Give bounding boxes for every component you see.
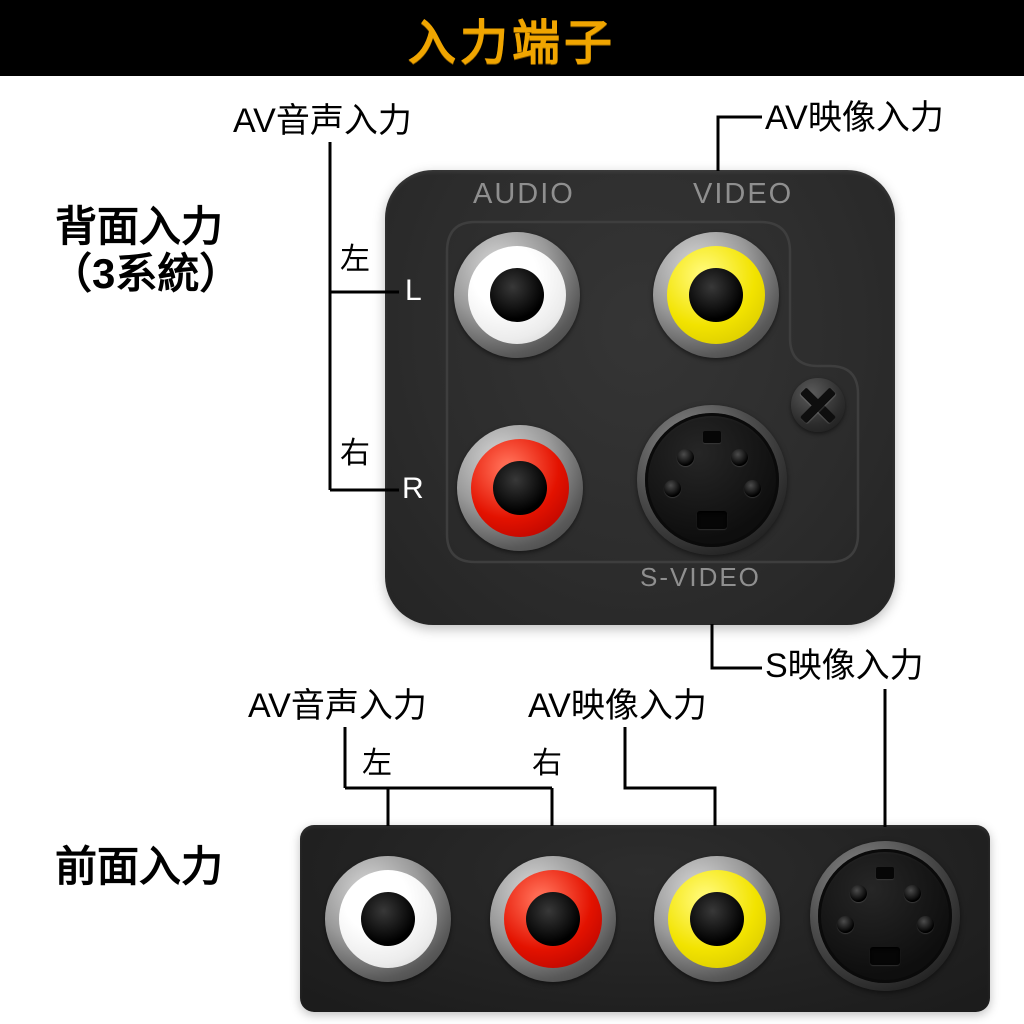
svideo-pin [677, 449, 694, 466]
rca-jack-yellow-front [654, 856, 780, 982]
front-av-audio-callout: AV音声入力 [248, 687, 427, 725]
front-av-video-callout: AV映像入力 [528, 687, 707, 725]
left-channel-letter: L [405, 274, 422, 307]
rca-jack-yellow-rear [653, 232, 779, 358]
svideo-pin [731, 449, 748, 466]
right-channel-letter: R [402, 472, 424, 505]
page-title: 入力端子 [407, 17, 616, 70]
svideo-label: S-VIDEO [640, 562, 761, 592]
svideo-callout: S映像入力 [765, 647, 924, 685]
rca-jack-red-rear [457, 425, 583, 551]
svideo-connector-front [810, 841, 960, 991]
rca-jack-white-rear [454, 232, 580, 358]
rear-right-callout: 右 [340, 437, 370, 470]
rca-jack-red-front [490, 856, 616, 982]
rear-av-audio-callout: AV音声入力 [233, 102, 412, 140]
front-input-panel [300, 825, 990, 1012]
rca-hole [361, 892, 415, 946]
svideo-key-slot [697, 511, 727, 529]
svideo-pin [850, 885, 867, 902]
rear-left-callout: 左 [340, 243, 370, 276]
svideo-pin [744, 480, 761, 497]
rear-section-label-line1: 背面入力 [55, 203, 224, 250]
panel-screw-icon [791, 378, 845, 432]
rear-input-panel: AUDIO VIDEO S-VIDEO L R [385, 170, 895, 625]
svideo-key-slot [870, 947, 900, 965]
video-label: VIDEO [693, 178, 794, 210]
rear-av-video-callout: AV映像入力 [765, 99, 944, 137]
svideo-top-notch [876, 867, 894, 879]
rear-section-label-line2: （3系統） [50, 250, 242, 297]
front-section-label: 前面入力 [55, 843, 224, 890]
svideo-pin [837, 916, 854, 933]
rca-jack-white-front [325, 856, 451, 982]
rca-hole [526, 892, 580, 946]
svideo-pin [664, 480, 681, 497]
rca-hole [493, 461, 547, 515]
svideo-connector-rear [637, 405, 787, 555]
rca-hole [689, 268, 743, 322]
front-left-callout: 左 [362, 747, 392, 780]
rca-hole [490, 268, 544, 322]
front-right-callout: 右 [532, 747, 562, 780]
svideo-pin [917, 916, 934, 933]
svideo-top-notch [703, 431, 721, 443]
svideo-pin [904, 885, 921, 902]
audio-label: AUDIO [473, 178, 575, 210]
header-bar: 入力端子 [0, 0, 1024, 76]
rca-hole [690, 892, 744, 946]
